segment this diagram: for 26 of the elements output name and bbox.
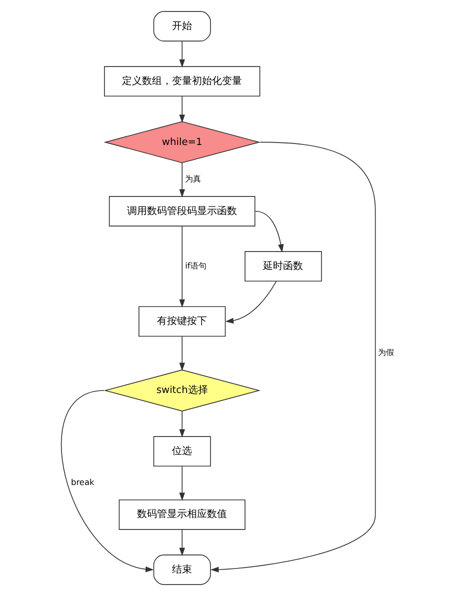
node-diamond: switch选择 <box>103 370 260 412</box>
node-box: 开始 <box>152 11 210 42</box>
node-box: 有按键按下 <box>138 306 226 337</box>
arrow <box>178 226 184 308</box>
arrow <box>178 466 184 501</box>
edge-label: break <box>70 477 94 488</box>
edge-label: if语句 <box>184 260 206 270</box>
arrow <box>210 142 376 572</box>
arrow <box>178 162 184 198</box>
arrow <box>178 410 184 438</box>
arrow <box>254 210 284 252</box>
arrow <box>178 40 184 68</box>
node-box: 延时函数 <box>244 251 322 282</box>
node-box: 调用数码管段码显示函数 <box>108 196 255 226</box>
node-box: 定义数组，变量初始化变量 <box>104 66 260 97</box>
arrow <box>60 390 154 572</box>
arrow <box>178 529 184 556</box>
node-diamond: while=1 <box>103 121 260 164</box>
arrow <box>178 336 184 372</box>
edge-label: 为真 <box>184 174 200 184</box>
edge-label: 为假 <box>378 347 394 358</box>
node-box: 数码管显示相应数值 <box>118 499 245 530</box>
arrow <box>178 96 184 123</box>
node-box: 结束 <box>152 554 210 585</box>
node-box: 位选 <box>152 436 210 467</box>
arrow <box>224 281 276 324</box>
